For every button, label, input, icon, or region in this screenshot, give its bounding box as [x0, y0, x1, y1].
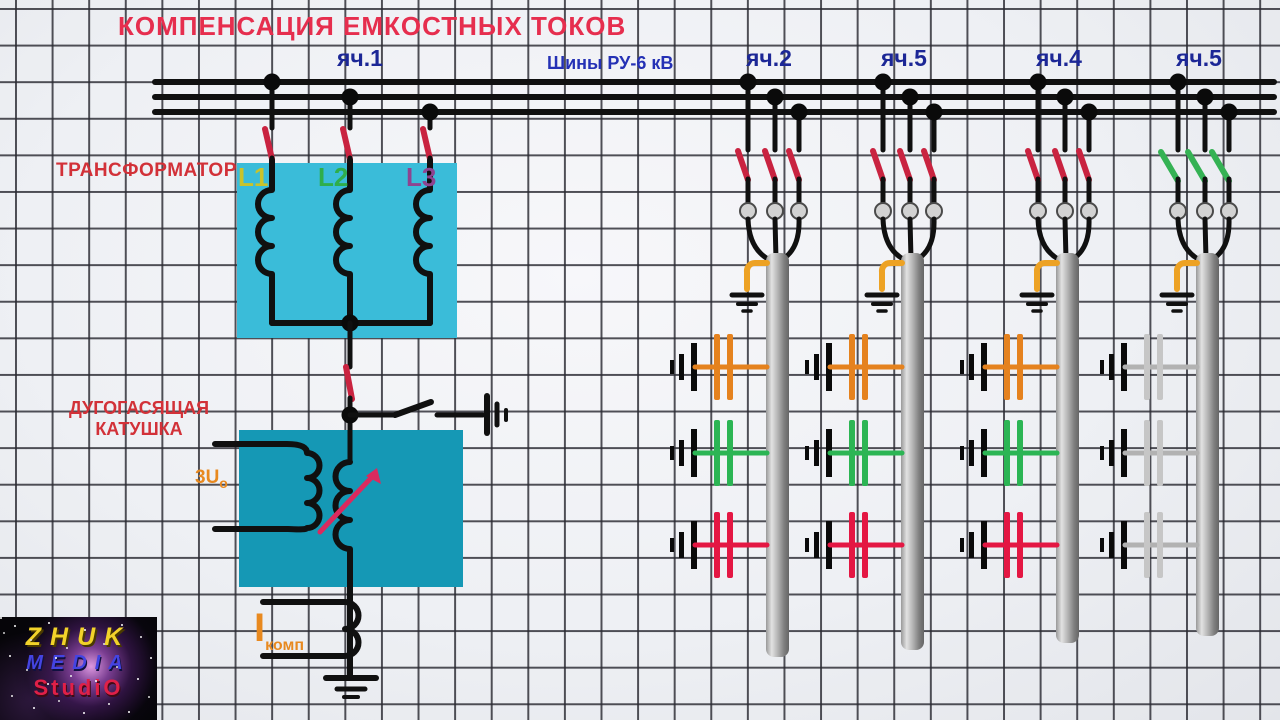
feeder-яч.4-2: [960, 73, 1098, 643]
phase-label-L1: L1: [238, 162, 269, 192]
zero-sequence-voltage-label: 3Uо: [195, 467, 228, 491]
capacitor-row-orange: [805, 334, 905, 400]
capacitor-row-green: [670, 420, 770, 486]
current-transformer: [260, 584, 379, 699]
capacitor-row-red: [670, 512, 770, 578]
transformer-symbol: [255, 157, 433, 332]
capacitor-row-red: [960, 512, 1060, 578]
capacitor-row-orange: [960, 334, 1060, 400]
capacitor-row-green: [805, 420, 905, 486]
cell1-label: яч.1: [337, 45, 383, 71]
arc-coil-label-line1: ДУГОГАСЯЩАЯ: [68, 398, 210, 418]
neutral-connection: [341, 320, 508, 465]
transformer-label: ТРАНСФОРМАТОР: [56, 160, 237, 181]
phase-label-L2: L2: [318, 162, 349, 192]
feeder-label-яч.5: яч.5: [881, 45, 927, 71]
logo-line3: StudiO: [33, 675, 124, 700]
feeder-label-яч.2: яч.2: [746, 45, 792, 71]
feeder-label-яч.5: яч.5: [1176, 45, 1222, 71]
feeder-label-яч.4: яч.4: [1036, 45, 1082, 71]
arc-coil-label-line2: КАТУШКА: [95, 419, 183, 439]
capacitor-row-orange: [670, 334, 770, 400]
capacitor-row-gray: [1100, 512, 1200, 578]
arc-coil-label: ДУГОГАСЯЩАЯ КАТУШКА: [56, 398, 222, 440]
feeder-яч.5-1: [805, 73, 943, 650]
page-title: КОМПЕНСАЦИЯ ЕМКОСТНЫХ ТОКОВ: [118, 11, 627, 41]
capacitor-row-red: [805, 512, 905, 578]
phase-label-L3: L3: [406, 162, 437, 192]
arc-coil-symbol: [212, 441, 381, 605]
capacitor-row-gray: [1100, 420, 1200, 486]
capacitor-row-gray: [1100, 334, 1200, 400]
capacitor-row-green: [960, 420, 1060, 486]
logo-line1: ZHUK: [25, 623, 132, 651]
feeder-яч.5-3: [1100, 73, 1238, 636]
feeder-яч.2-0: [670, 73, 808, 657]
compensation-current-label: Iкомп: [254, 606, 304, 654]
studio-logo: ZHUK MEDIA StudiO: [0, 617, 157, 720]
bus-label: Шины РУ-6 кВ: [547, 53, 674, 73]
starfield: [0, 617, 2, 619]
logo-line2: MEDIA: [26, 652, 131, 674]
bus-bars: [152, 79, 1277, 115]
cell1-taps: [262, 73, 439, 171]
